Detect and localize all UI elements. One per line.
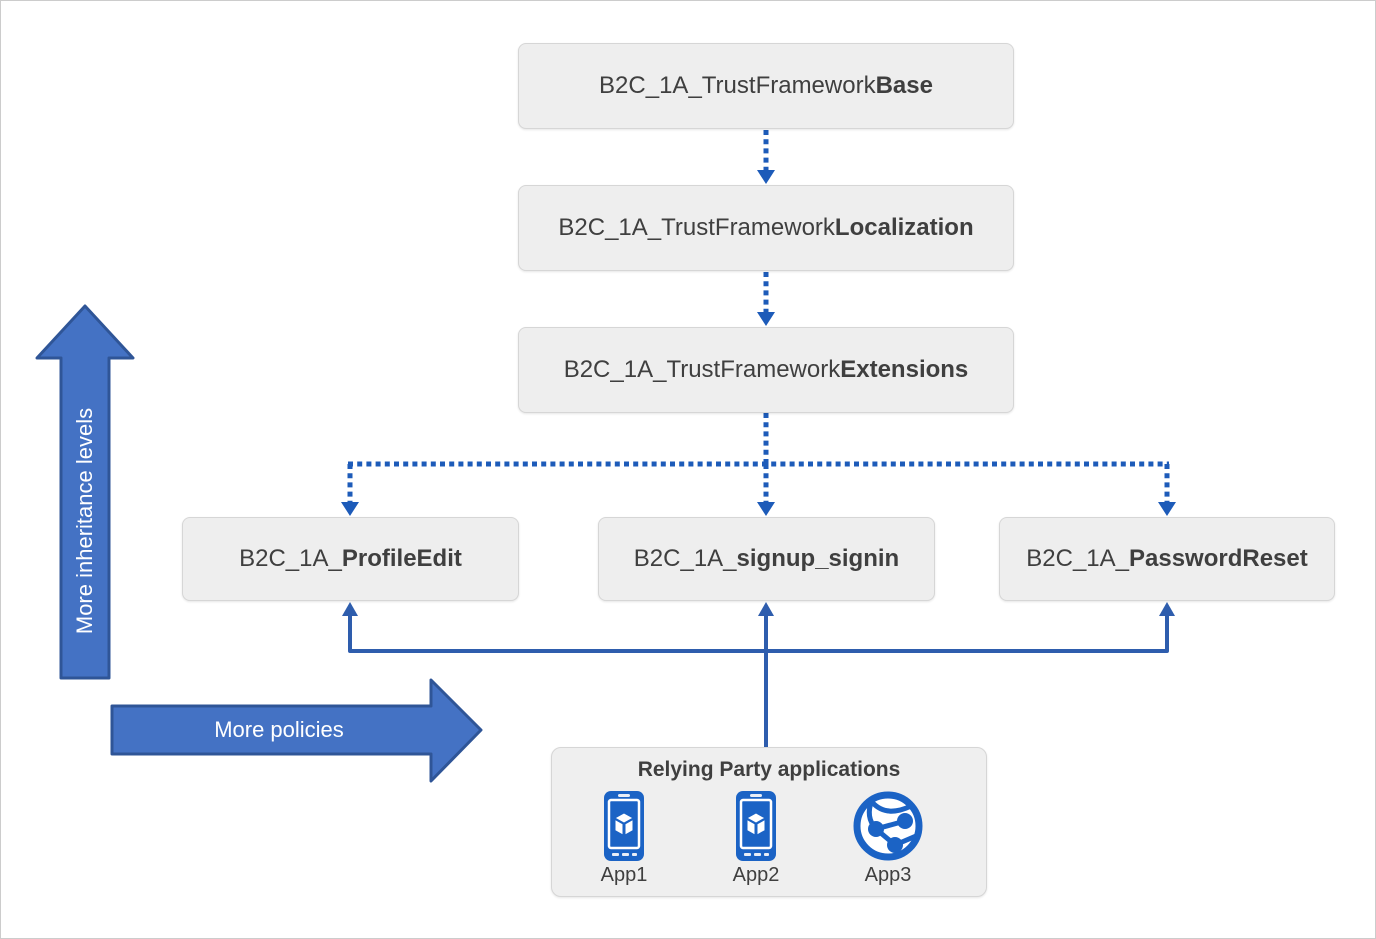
relying-party-title: Relying Party applications — [637, 758, 901, 781]
web-globe-icon — [852, 790, 924, 862]
policy-name-prefix: B2C_1A_TrustFramework — [599, 72, 876, 99]
more-policies-label: More policies — [214, 717, 344, 742]
app-label: App2 — [732, 864, 780, 886]
app-item: App3 — [838, 790, 938, 887]
app-item: App1 — [574, 790, 674, 887]
app-label: App3 — [864, 864, 912, 886]
policy-box-password-reset: B2C_1A_PasswordReset — [999, 517, 1335, 601]
inheritance-dotted-connectors — [347, 130, 1170, 502]
policy-name-bold: signup_signin — [736, 545, 900, 572]
policy-name-prefix: B2C_1A_ — [239, 545, 342, 572]
relying-party-app-list: App1 App2 — [552, 790, 986, 887]
policy-name-prefix: B2C_1A_TrustFramework — [558, 214, 835, 241]
policy-name-prefix: B2C_1A_ — [633, 545, 737, 572]
relying-party-applications-box: Relying Party applications — [551, 747, 987, 897]
more-inheritance-levels-label: More inheritance levels — [72, 407, 97, 635]
dotted-arrowheads-down — [341, 170, 1176, 516]
solid-arrowheads-up — [342, 602, 1175, 616]
policy-name-bold: PasswordReset — [1129, 545, 1308, 572]
policy-name-bold: Localization — [834, 214, 974, 241]
app-item: App2 — [706, 790, 806, 887]
mobile-app-icon — [603, 790, 645, 862]
policy-box-signup-signin: B2C_1A_signup_signin — [598, 517, 935, 601]
policy-name-bold: Base — [875, 72, 933, 99]
policy-name-bold: Extensions — [840, 356, 969, 383]
more-policies-arrow-right — [110, 678, 483, 783]
more-inheritance-arrow-up — [35, 304, 135, 680]
mobile-app-icon — [735, 790, 777, 862]
relying-party-solid-connectors — [348, 615, 1169, 747]
policy-name-prefix: B2C_1A_ — [1026, 545, 1129, 572]
policy-box-profile-edit: B2C_1A_ProfileEdit — [182, 517, 519, 601]
policy-name-prefix: B2C_1A_TrustFramework — [563, 356, 841, 383]
policy-name-bold: ProfileEdit — [341, 545, 462, 572]
app-label: App1 — [600, 864, 648, 886]
